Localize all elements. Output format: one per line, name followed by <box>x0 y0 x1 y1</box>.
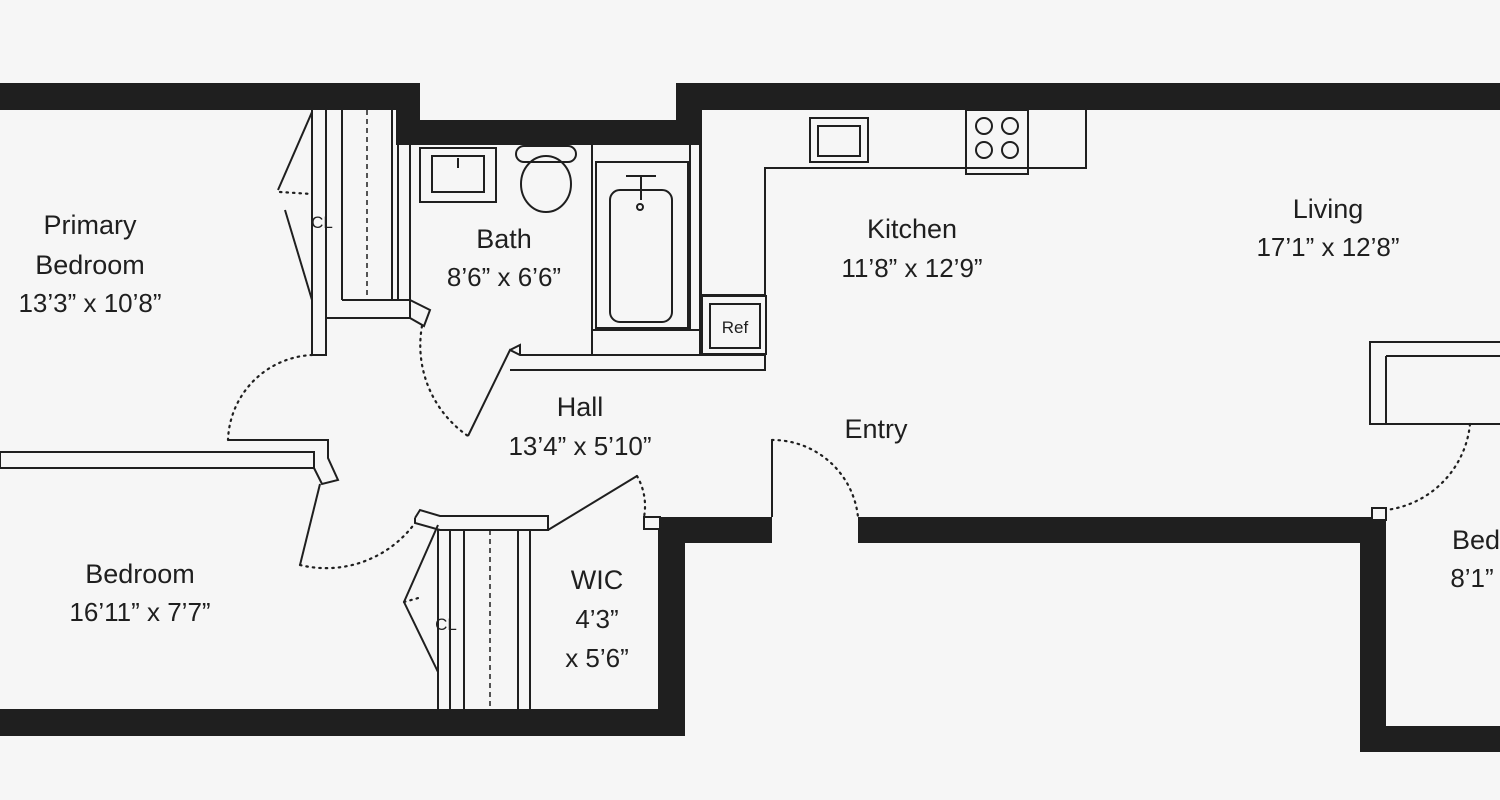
wall-entry-left <box>658 517 772 543</box>
room-name: Kitchen <box>867 214 957 244</box>
wall-corridor <box>858 517 1386 543</box>
room-name: Primary <box>44 210 137 240</box>
room-name: Bedroom <box>85 559 195 589</box>
refrigerator-label: Ref <box>722 318 749 337</box>
toilet <box>515 145 577 213</box>
wall-top-left <box>0 83 420 110</box>
room-name: Bedroom <box>35 250 145 280</box>
wall-right-vertical <box>1360 517 1386 752</box>
room-dimensions: 13’3” x 10’8” <box>18 288 161 318</box>
refrigerator <box>701 295 767 355</box>
kitchen-sink <box>809 117 869 163</box>
exterior-walls <box>0 83 1500 752</box>
stove <box>965 109 1029 175</box>
room-bedroom-partial: Bed 8’1” <box>1450 525 1500 593</box>
room-bath: Bath 8’6” x 6’6” <box>447 224 561 292</box>
closet-label: CL <box>311 213 333 232</box>
room-name: Bath <box>476 224 532 254</box>
door-swings <box>226 324 1472 570</box>
room-primary-bedroom: Primary Bedroom 13’3” x 10’8” <box>18 210 161 318</box>
room-dimensions: 8’6” x 6’6” <box>447 262 561 292</box>
wall-notch-bottom <box>396 120 701 145</box>
room-name: Entry <box>844 414 908 444</box>
room-hall: Hall 13’4” x 5’10” <box>508 392 651 461</box>
room-dimensions: 17’1” x 12’8” <box>1256 232 1399 262</box>
room-name: Bed <box>1452 525 1500 555</box>
room-wic: WIC 4’3” x 5’6” <box>565 565 629 673</box>
interior-partitions <box>0 110 1500 709</box>
room-name: Living <box>1293 194 1364 224</box>
room-dimensions: 8’1” <box>1450 563 1493 593</box>
room-name: Hall <box>557 392 604 422</box>
room-dimensions: 16’11” x 7’7” <box>69 597 210 627</box>
room-bedroom: Bedroom 16’11” x 7’7” <box>69 559 210 627</box>
bathroom-sink <box>419 147 497 203</box>
closet-label: CL <box>435 615 457 634</box>
room-kitchen: Kitchen 11’8” x 12’9” <box>841 214 982 283</box>
room-dimensions: 4’3” <box>575 604 618 634</box>
wall-wic-right <box>658 517 685 736</box>
wall-bottom-left <box>0 709 685 736</box>
bathtub <box>595 161 689 329</box>
wall-bottom-right <box>1360 726 1500 752</box>
room-living: Living 17’1” x 12’8” <box>1256 194 1399 262</box>
room-entry: Entry <box>844 414 908 444</box>
room-dimensions: 11’8” x 12’9” <box>841 253 982 283</box>
wall-top-right <box>676 83 1500 110</box>
room-name: WIC <box>571 565 623 595</box>
room-dimensions: 13’4” x 5’10” <box>508 431 651 461</box>
room-dimensions: x 5’6” <box>565 643 629 673</box>
